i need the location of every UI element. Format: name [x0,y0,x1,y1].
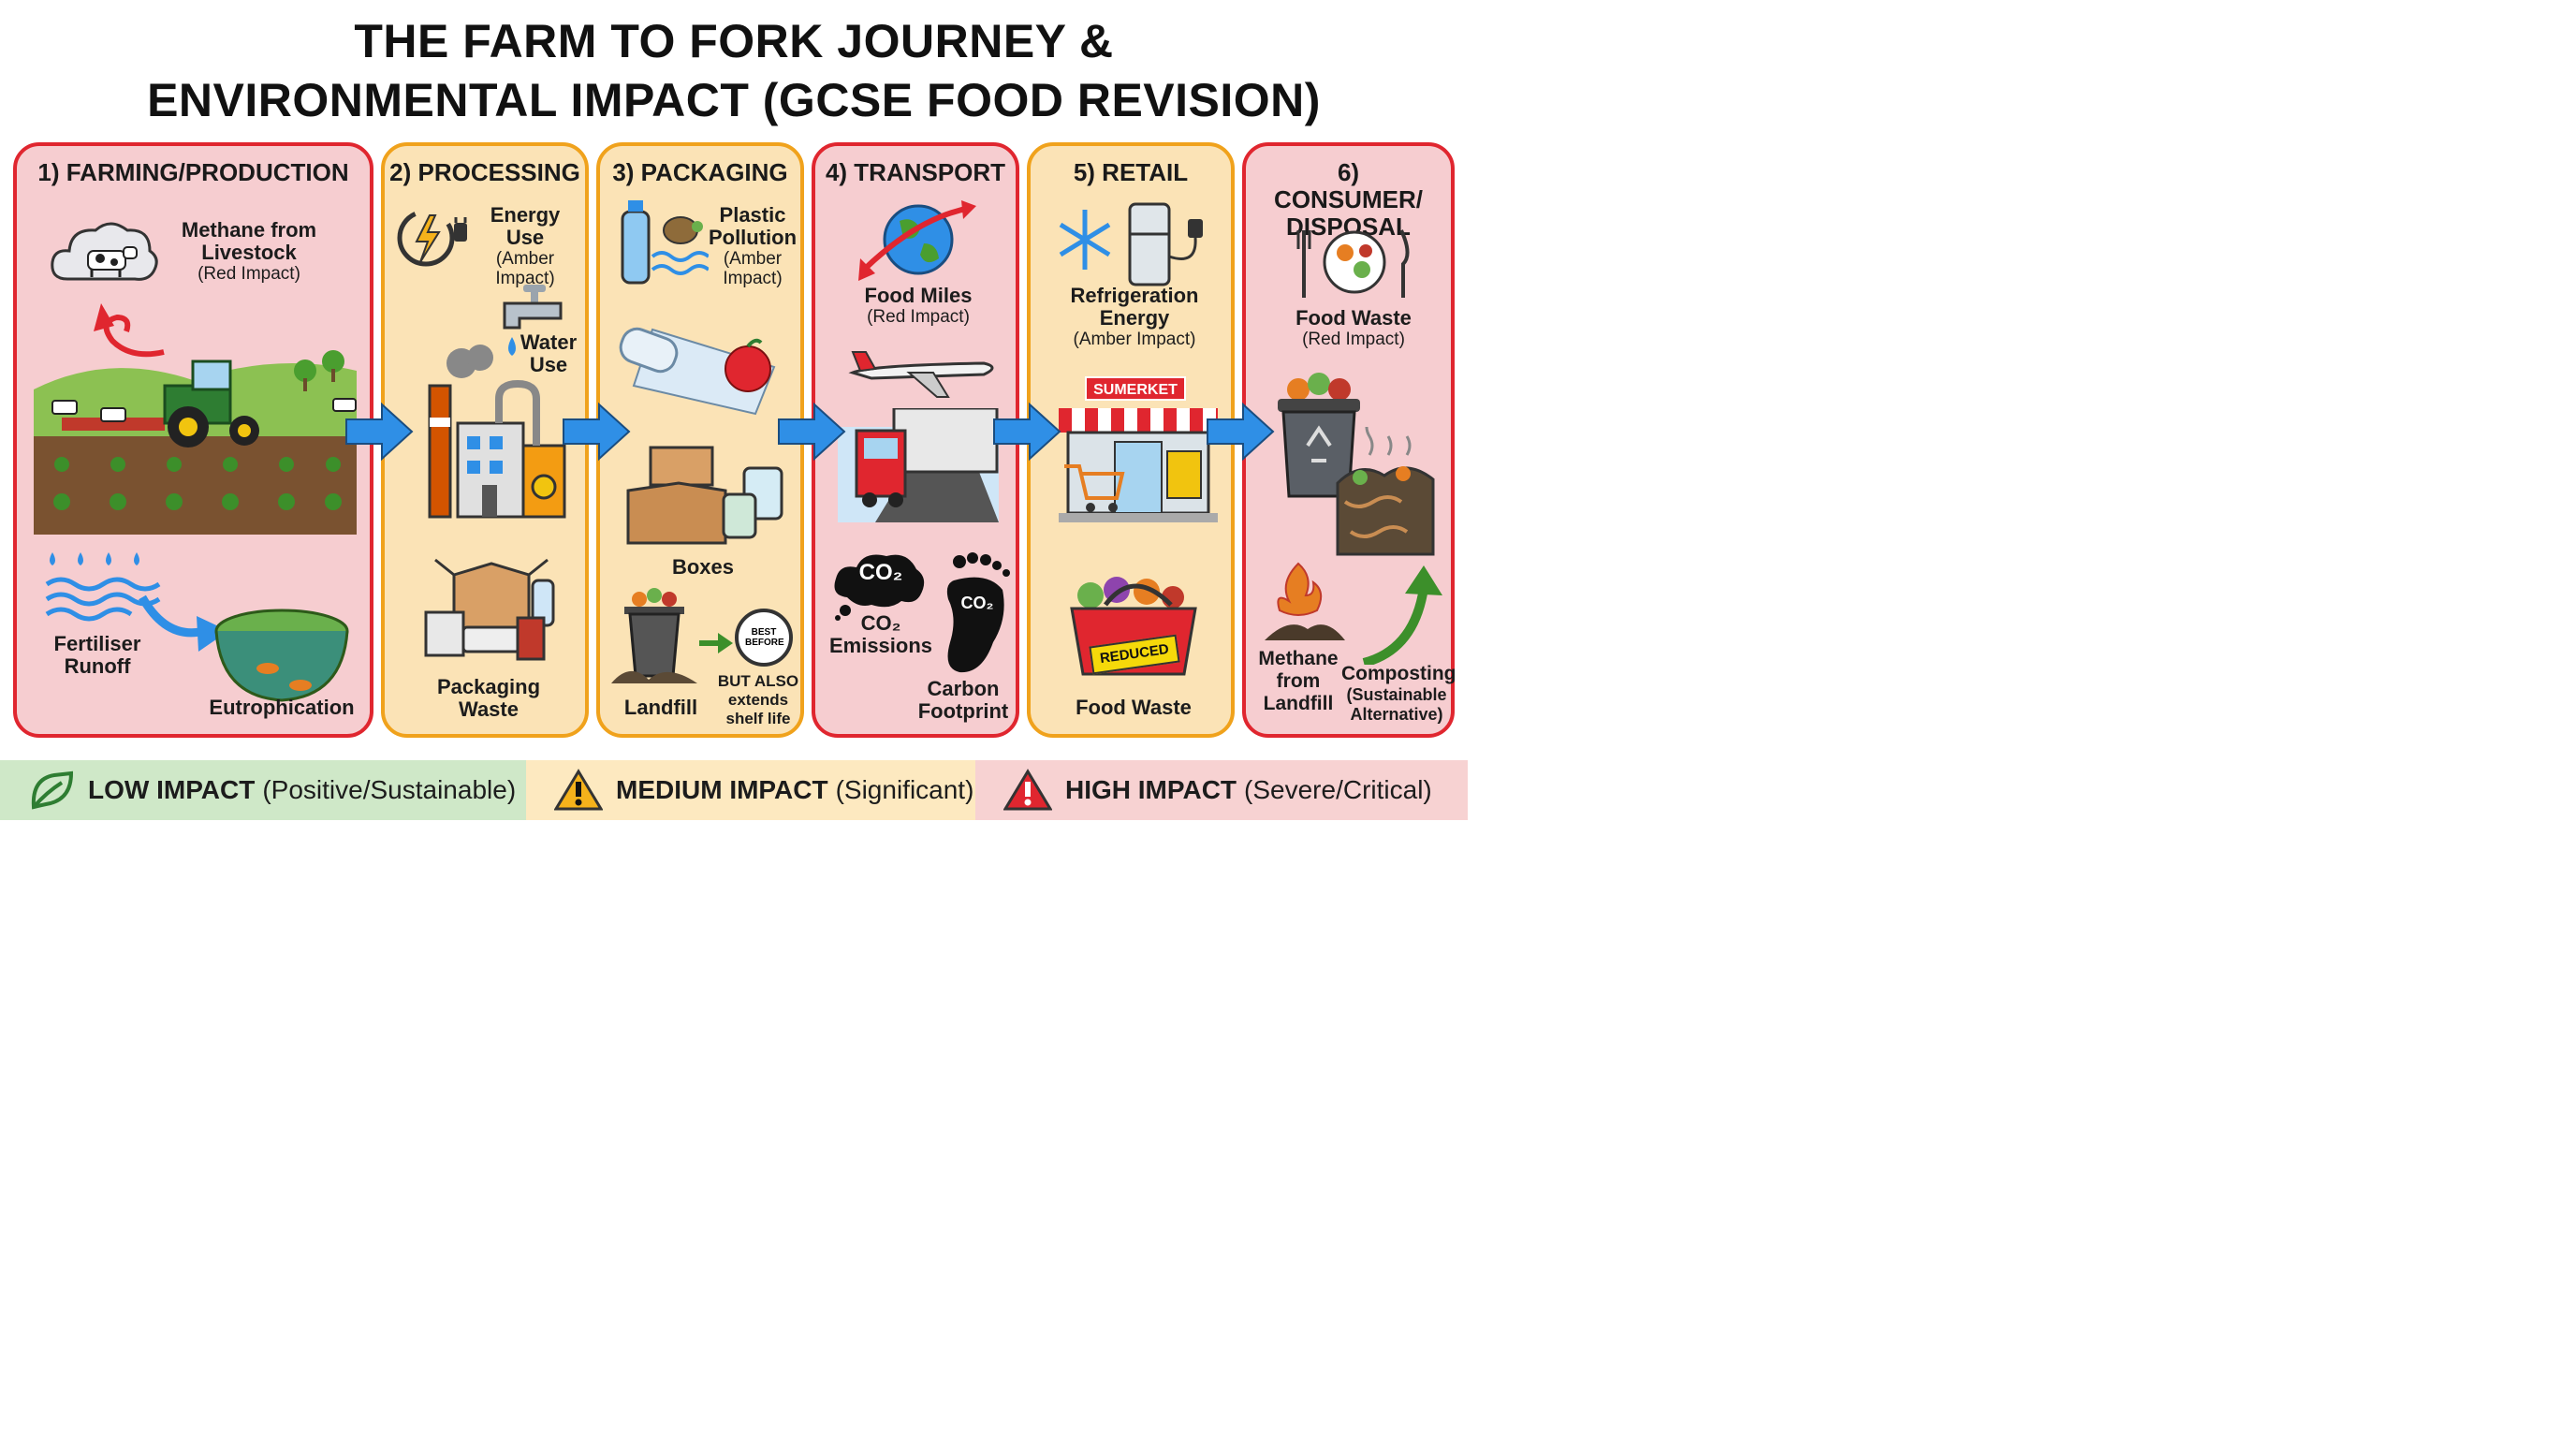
legend-high-impact: HIGH IMPACT (Severe/Critical) [975,760,1468,820]
green-arrow-icon [699,633,733,653]
landfill-label: Landfill [623,696,698,719]
stage-title: 1) FARMING/PRODUCTION [37,158,349,186]
green-up-arrow-icon [1362,565,1442,665]
legend-paren: (Significant) [835,775,974,804]
flow-arrow-5 [1207,402,1275,462]
cling-film-apple-icon [619,327,776,416]
warning-red-icon [1003,769,1052,811]
co2-cloud-icon [834,554,925,621]
curved-red-arrow-icon [94,303,165,358]
legend-title: HIGH IMPACT [1065,775,1237,804]
water-tap-icon [503,285,563,356]
cow-cloud-icon [51,222,158,281]
bottle-turtle-icon [621,200,709,285]
methane-livestock-label: Methane from Livestock (Red Impact) [181,218,317,285]
water-use-label: Water Use [520,330,578,376]
landfill-bin-icon [611,588,697,683]
boxes-label: Boxes [671,555,735,579]
stage-title: 3) PACKAGING [612,158,788,186]
warning-amber-icon [554,769,603,811]
pond-eutrophication-icon [214,609,349,702]
legend-low-impact: LOW IMPACT (Positive/Sustainable) [0,760,526,820]
consumer-food-waste-label: Food Waste (Red Impact) [1295,306,1412,350]
flow-arrow-4 [993,402,1061,462]
stage-farming-panel: 1) FARMING/PRODUCTION Methane from Lives… [13,142,373,738]
packaging-waste-label: Packaging Waste [436,675,541,721]
energy-plug-icon [397,209,467,267]
fertiliser-runoff-label: Fertiliser Runoff [53,632,141,678]
flow-arrow-1 [345,402,414,462]
supermarket-store-icon [1059,408,1218,522]
legend-title: LOW IMPACT [88,775,256,804]
stage-transport-panel: 4) TRANSPORT Food Miles (Red Impact) CO₂… [812,142,1019,738]
best-before-clock-icon: BEST BEFORE [735,609,793,667]
co2-bubble-label: CO₂ [858,560,903,585]
boxes-jars-icon [626,446,783,545]
farm-field-tractor-icon [34,350,357,535]
snowflake-fridge-icon [1059,202,1203,286]
factory-icon [428,345,566,519]
legend-paren: (Positive/Sustainable) [262,775,517,804]
water-waves-icon [45,552,161,622]
airplane-icon [848,351,994,398]
legend-paren: (Severe/Critical) [1244,775,1432,804]
blue-arrow-icon [139,594,228,652]
plate-cutlery-icon [1296,229,1410,298]
carbon-footprint-icon [946,552,1010,673]
globe-arrow-icon [858,200,976,281]
retail-food-waste-label: Food Waste [1076,696,1192,719]
store-sign: SUMERKET [1085,376,1186,401]
methane-landfill-label: Methane from Landfill [1258,648,1339,714]
packaging-waste-pile-icon [424,558,555,661]
footprint-co2-label: CO₂ [960,594,994,612]
stage-title: 2) PROCESSING [389,158,580,186]
legend-medium-impact: MEDIUM IMPACT (Significant) [526,760,975,820]
plastic-pollution-label: Plastic Pollution (Amber Impact) [708,203,798,289]
refrigeration-label: Refrigeration Energy (Amber Impact) [1070,284,1199,350]
shelf-life-label: BUT ALSO extends shelf life [717,672,799,727]
legend-title: MEDIUM IMPACT [616,775,828,804]
page-title-line-2: ENVIRONMENTAL IMPACT (GCSE FOOD REVISION… [147,74,1321,126]
stage-title: 5) RETAIL [1073,158,1189,186]
energy-use-label: Energy Use (Amber Impact) [490,203,561,289]
stage-title: 4) TRANSPORT [825,158,1006,186]
flow-arrow-3 [778,402,846,462]
stage-packaging-panel: 3) PACKAGING Plastic Pollution (Amber Im… [596,142,804,738]
flow-arrow-2 [563,402,631,462]
lorry-road-icon [838,408,999,522]
compost-soil-icon [1336,427,1435,556]
carbon-footprint-label: Carbon Footprint [917,677,1009,723]
eutrophication-label: Eutrophication [209,696,355,719]
stage-title: 6) CONSUMER/ DISPOSAL [1274,158,1423,241]
recycling-bin-icon [1278,373,1360,498]
co2-emissions-label: CO₂ Emissions [828,611,933,657]
page-title-line-1: THE FARM TO FORK JOURNEY & [354,15,1114,67]
burning-landfill-icon [1265,562,1345,640]
food-miles-label: Food Miles (Red Impact) [864,284,973,328]
composting-label: Composting (Sustainable Alternative) [1341,663,1456,724]
leaf-icon [31,770,74,810]
